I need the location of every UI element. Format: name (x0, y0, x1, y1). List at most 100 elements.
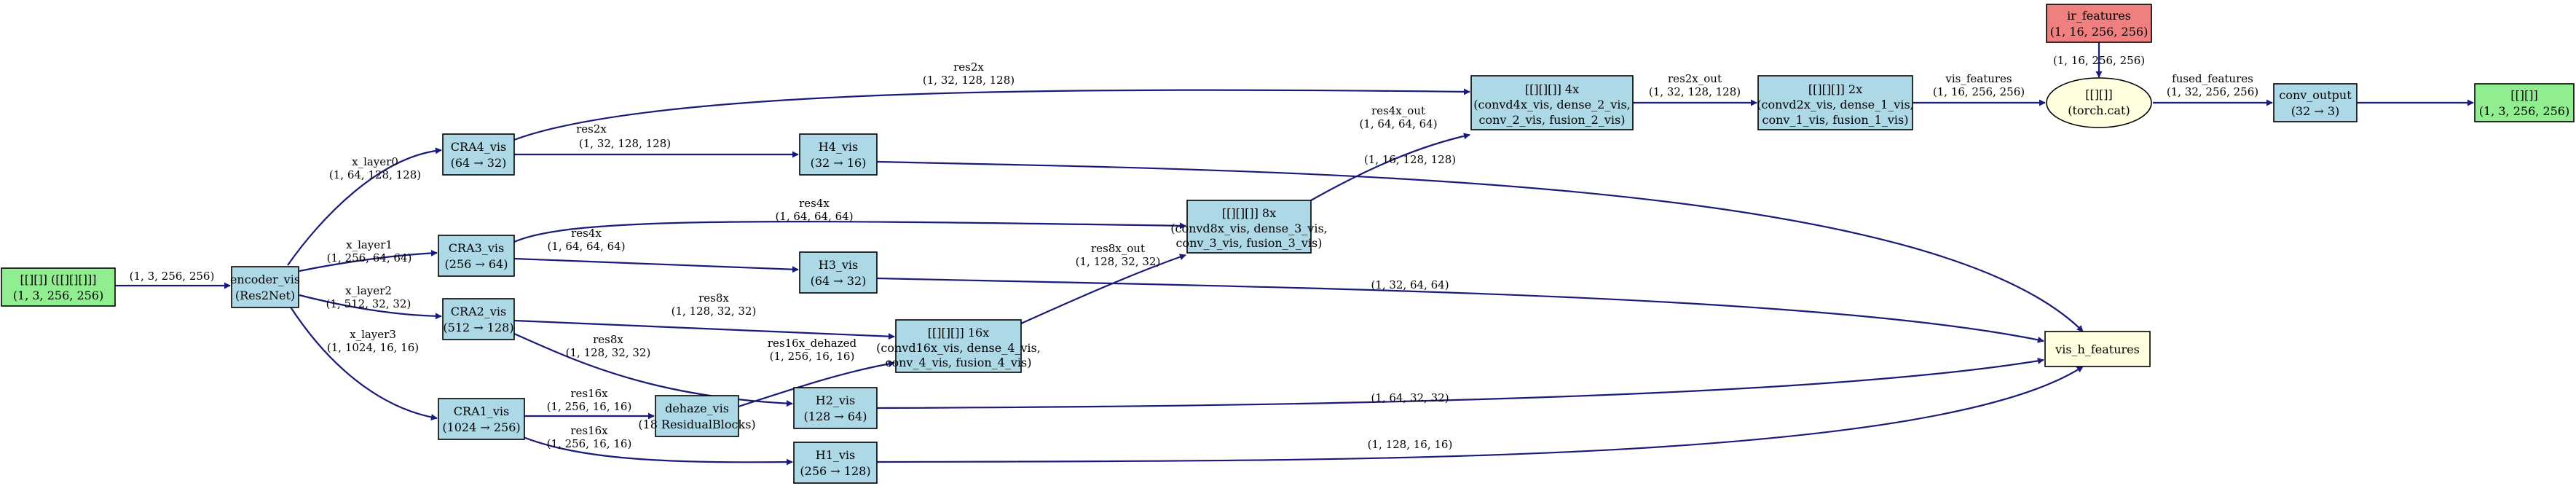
edge-line (513, 332, 793, 407)
node-title: H4_vis (819, 140, 859, 154)
encoder-node[interactable]: encoder_vis (Res2Net) (230, 266, 300, 308)
node-title: vis_h_features (2055, 342, 2140, 356)
edge-cra2-dec16: res8x (1, 128, 32, 32) (513, 291, 895, 340)
conv-output-node[interactable]: conv_output (32 → 3) (2273, 83, 2358, 122)
edge-label: res2x (953, 60, 984, 74)
node-box (442, 133, 515, 176)
node-box (1470, 75, 1634, 130)
edge-dec4-dec2: res2x_out (1, 32, 128, 128) (1633, 72, 1757, 106)
decoder-16x-node[interactable]: [[][][]] 16x (convd16x_vis, dense_4_vis,… (876, 319, 1041, 373)
edge-label: vis_features (1945, 72, 2012, 85)
edge-line (299, 249, 438, 273)
node-title: [[][][]] 16x (928, 326, 989, 340)
edge-encoder-cra2: x_layer2 (1, 512, 32, 32) (299, 284, 442, 320)
edge-cra4-dec4: res2x (1, 32, 128, 128) (513, 60, 1470, 141)
h1-node[interactable]: H1_vis (256 → 128) (793, 442, 878, 484)
edge-label: (1, 64, 64, 64) (775, 210, 853, 223)
ir-features-node[interactable]: ir_features (1, 16, 256, 256) (2046, 4, 2152, 43)
edge-label: res4x_out (1371, 104, 1425, 117)
node-box (655, 395, 739, 437)
output-node[interactable]: [[][]] (1, 3, 256, 256) (2474, 83, 2575, 122)
edge-cra4-h4: res2x (1, 32, 128, 128) (514, 122, 799, 158)
node-subtitle: (18 ResidualBlocks) (638, 418, 755, 431)
node-title: [[][]] (2085, 87, 2112, 101)
decoder-4x-node[interactable]: [[][][]] 4x (convd4x_vis, dense_2_vis, c… (1470, 75, 1634, 130)
cra3-node[interactable]: CRA3_vis (256 → 64) (438, 235, 515, 277)
vis-h-features-node[interactable]: vis_h_features (2044, 331, 2151, 367)
node-box (438, 398, 525, 440)
edge-line (513, 319, 895, 340)
edge-ir-concat: (1, 16, 256, 256) (2053, 42, 2145, 78)
node-subtitle: (convd2x_vis, dense_1_vis, (1757, 98, 1914, 111)
edge-label: res8x (698, 291, 729, 305)
edge-label: x_layer1 (346, 238, 393, 251)
node-box (1757, 75, 1913, 130)
edge-label: (1, 32, 128, 128) (1649, 85, 1741, 98)
node-subtitle: (64 → 32) (451, 156, 507, 170)
edge-h3-vish: (1, 32, 64, 64) (876, 277, 2044, 343)
node-title: CRA3_vis (449, 241, 504, 255)
edge-label: res16x (570, 424, 608, 437)
node-box (2273, 83, 2358, 122)
input-node[interactable]: [[][]] ([[][][]]] (1, 3, 256, 256) (1, 267, 116, 307)
h3-node[interactable]: H3_vis (64 → 32) (799, 251, 878, 294)
h4-node[interactable]: H4_vis (32 → 16) (799, 133, 878, 176)
edge-label: res8x_out (1091, 242, 1145, 255)
edge-dehaze-dec16: res16x_dehazed (1, 256, 16, 16) (738, 337, 895, 408)
edge-label: (1, 3, 256, 256) (130, 270, 215, 283)
decoder-8x-node[interactable]: [[][][]] 8x (convd8x_vis, dense_3_vis, c… (1170, 200, 1328, 254)
edge-label: (1, 128, 32, 32) (566, 346, 651, 359)
node-subtitle: (1, 3, 256, 256) (2479, 104, 2569, 118)
node-title: [[][][]] 2x (1808, 82, 1862, 96)
node-subtitle: (1, 16, 256, 256) (2050, 25, 2148, 39)
node-title: [[][][]] 4x (1525, 82, 1579, 96)
dehaze-node[interactable]: dehaze_vis (18 ResidualBlocks) (638, 395, 756, 437)
node-subtitle: (convd16x_vis, dense_4_vis, (876, 341, 1041, 355)
edge-label: x_layer3 (350, 328, 396, 341)
edge-line (509, 431, 793, 466)
edge-line (876, 160, 2084, 332)
cra1-node[interactable]: CRA1_vis (1024 → 256) (438, 398, 525, 440)
edge-concat-convout: fused_features (1, 32, 256, 256) (2153, 72, 2273, 106)
node-subtitle: (torch.cat) (2068, 103, 2130, 117)
edge-encoder-cra1: x_layer3 (1, 1024, 16, 16) (289, 305, 438, 421)
edge-label: (1, 256, 16, 16) (547, 400, 632, 413)
node-subtitle: (Res2Net) (235, 289, 295, 302)
node-box (793, 442, 878, 484)
edge-encoder-cra4: x_layer0 (1, 64, 128, 128) (287, 147, 442, 266)
node-box (2474, 83, 2575, 122)
node-box (895, 319, 1022, 373)
edge-label: (1, 1024, 16, 16) (327, 341, 419, 354)
node-title: CRA1_vis (454, 404, 509, 418)
edge-line (876, 366, 2084, 463)
node-box (231, 266, 299, 308)
node-subtitle: (32 → 16) (811, 156, 867, 170)
cra2-node[interactable]: CRA2_vis (512 → 128) (442, 298, 515, 340)
edge-label: res16x_dehazed (768, 337, 857, 350)
edge-line (287, 147, 442, 266)
node-subtitle: (512 → 128) (443, 321, 513, 334)
h2-node[interactable]: H2_vis (128 → 64) (793, 387, 878, 429)
node-subtitle: conv_2_vis, fusion_2_vis) (1479, 113, 1626, 127)
edge-encoder-cra3: x_layer1 (1, 256, 64, 64) (299, 238, 438, 273)
edge-label: (1, 64, 128, 128) (329, 168, 421, 181)
edge-label: res2x (576, 122, 607, 136)
node-title: dehaze_vis (665, 401, 729, 415)
edge-label: fused_features (2172, 72, 2253, 85)
node-subtitle: conv_3_vis, fusion_3_vis) (1176, 236, 1323, 250)
edge-cra3-dec8: res4x (1, 64, 64, 64) (513, 197, 1186, 243)
concat-node[interactable]: [[][]] (torch.cat) (2046, 77, 2152, 128)
decoder-2x-node[interactable]: [[][][]] 2x (convd2x_vis, dense_1_vis, c… (1757, 75, 1914, 130)
node-subtitle: (256 → 64) (445, 257, 508, 271)
edge-label: res4x (571, 227, 602, 240)
node-subtitle: (32 → 3) (2291, 104, 2340, 118)
edge-label: (1, 256, 16, 16) (547, 437, 632, 450)
cra4-node[interactable]: CRA4_vis (64 → 32) (442, 133, 515, 176)
edge-cra1-dehaze: res16x (1, 256, 16, 16) (524, 387, 655, 420)
node-box (1, 267, 116, 307)
node-subtitle: (128 → 64) (804, 409, 867, 423)
node-title: H1_vis (816, 448, 856, 462)
node-title: CRA2_vis (451, 305, 506, 318)
edge-label: res8x (593, 333, 623, 346)
